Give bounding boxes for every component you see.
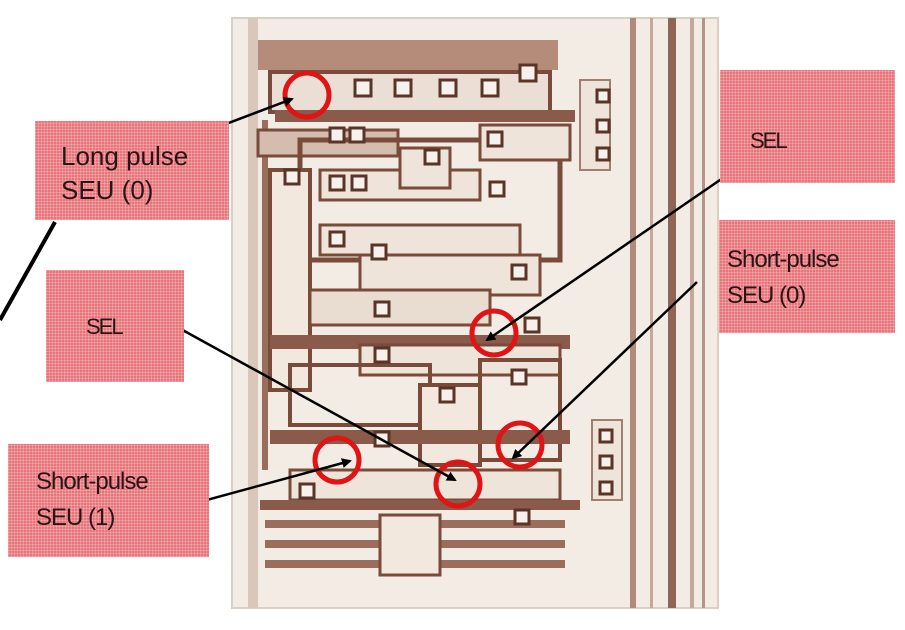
marker-sel-right [469,308,519,358]
marker-sel-left [433,459,483,509]
label-long-pulse-line-2: SEU (0) [61,175,154,205]
marker-long-pulse-seu-0 [282,70,332,120]
label-long-pulse-line-1: Long pulse [61,141,189,171]
label-sel-left-line-1: SEL [86,314,124,339]
label-short-pulse-0-line-1: Short-pulse [727,246,840,273]
marker-short-pulse-seu-1 [312,435,362,485]
label-long-pulse-seu-0: Long pulse SEU (0) [35,121,229,220]
label-short-pulse-1-line-1: Short-pulse [36,468,149,495]
label-short-pulse-0-line-2: SEU (0) [727,282,806,309]
leader-long-pulse-seu-0 [0,221,57,321]
label-sel-left: SEL [46,270,184,382]
die-micrograph [231,17,719,609]
arrow-sel-left [167,320,457,482]
label-short-pulse-1-line-2: SEU (1) [36,504,115,531]
label-sel-right: SEL [720,70,895,183]
marker-short-pulse-seu-0 [495,420,545,470]
arrow-sel-right [485,156,753,342]
arrow-short-pulse-seu-0 [511,281,698,460]
label-sel-right-line-1: SEL [750,128,788,153]
label-short-pulse-seu-1: Short-pulse SEU (1) [8,444,209,557]
label-short-pulse-seu-0: Short-pulse SEU (0) [719,220,895,333]
